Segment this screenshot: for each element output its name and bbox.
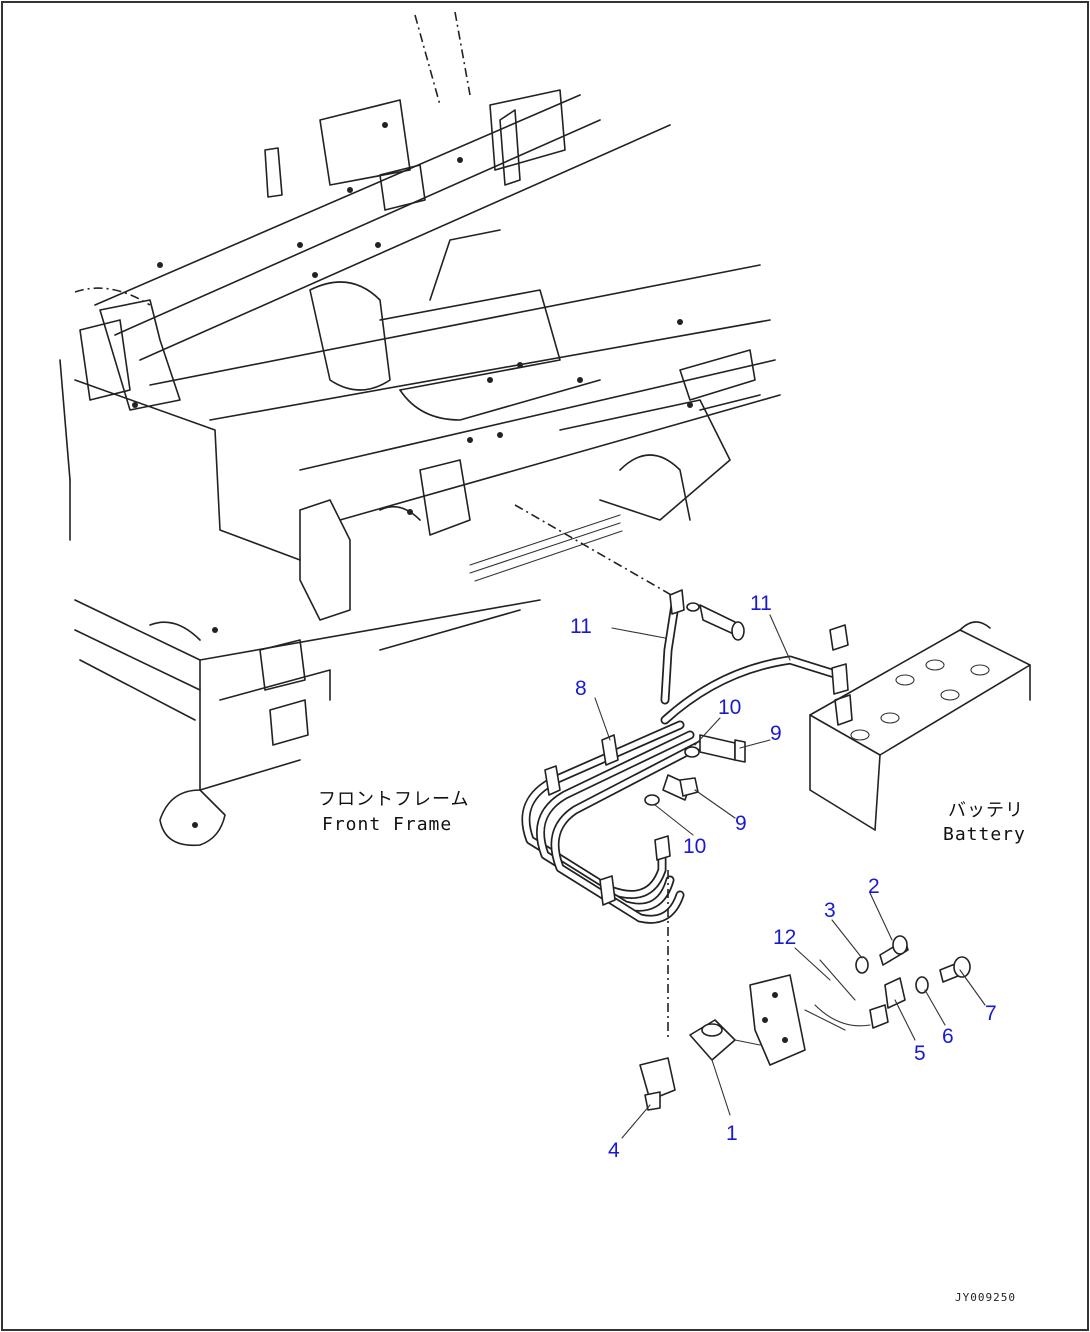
callout-6-washer: 6 (942, 1025, 954, 1048)
callout-12-wire: 12 (773, 926, 796, 949)
battery-label-jp: バッテリ (948, 800, 1024, 821)
callout-4-cover: 4 (608, 1139, 620, 1162)
front-frame-label-jp: フロントフレーム (318, 789, 469, 810)
battery-drawing (809, 621, 1031, 831)
callout-10-washer-lower: 10 (683, 835, 706, 858)
leader-lines (594, 614, 986, 1139)
callout-10-washer-upper: 10 (718, 696, 741, 719)
callout-5-bracket: 5 (914, 1042, 926, 1065)
battery-label-en: Battery (943, 824, 1026, 845)
callout-3-washer: 3 (824, 899, 836, 922)
callout-11-short-cable: 11 (570, 615, 592, 638)
battery-cables (521, 589, 849, 1040)
callout-9-bolt-upper: 9 (770, 722, 782, 745)
callout-9-bolt-lower: 9 (735, 812, 747, 835)
front-frame-label-en: Front Frame (322, 814, 452, 835)
callout-8-clamp: 8 (575, 677, 587, 700)
drawing-code: JY009250 (955, 1291, 1016, 1304)
callout-1-relay: 1 (726, 1122, 738, 1145)
front-frame-drawing (59, 11, 781, 847)
battery-relay-assembly (639, 935, 971, 1111)
callout-11-long-cable: 11 (750, 592, 772, 615)
callout-7-bolt: 7 (985, 1002, 997, 1025)
callout-2-bolt: 2 (868, 875, 880, 898)
